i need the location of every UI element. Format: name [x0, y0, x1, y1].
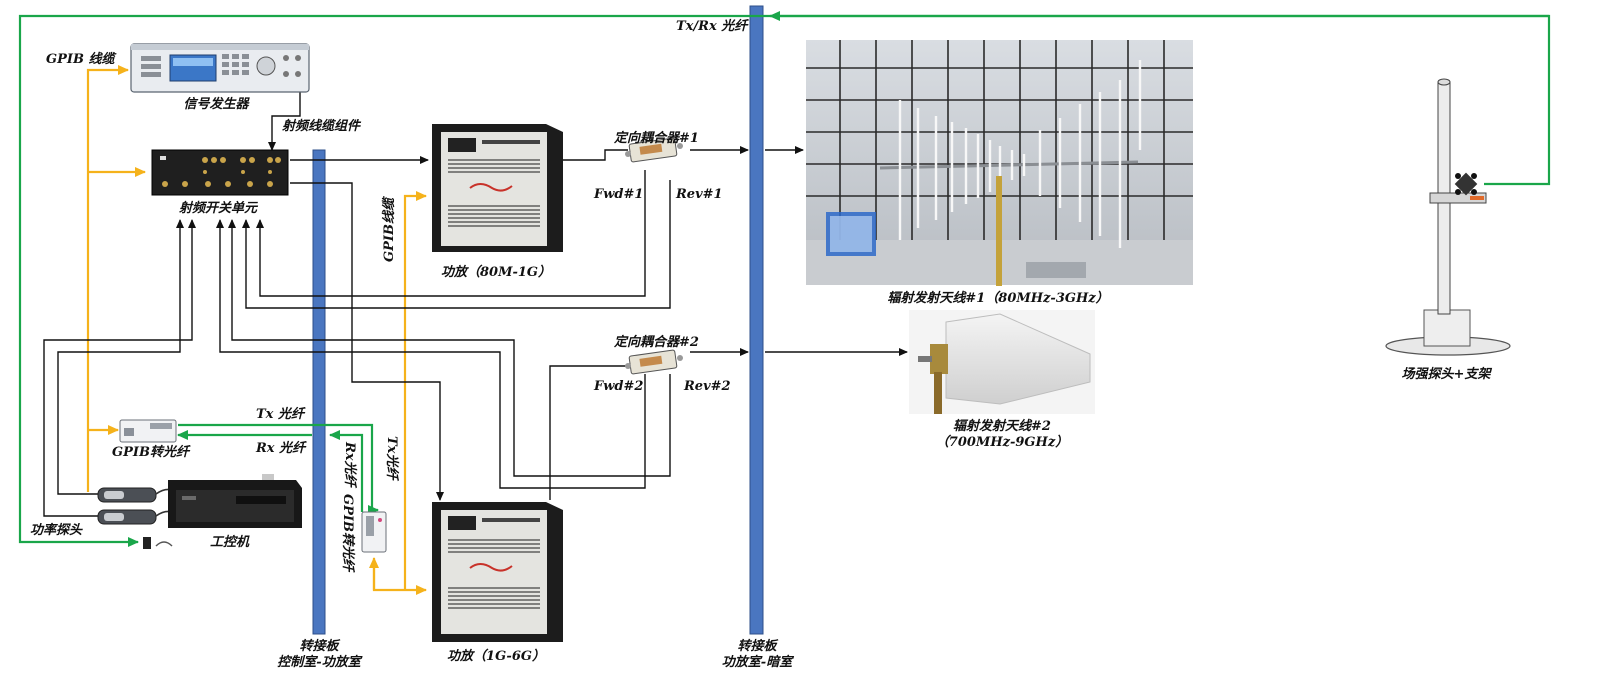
label-rf-switch-unit: 射频开关单元 — [178, 201, 258, 216]
label-ipc: 工控机 — [210, 535, 250, 550]
label-fwd-2: Fwd#2 — [594, 379, 644, 394]
antenna-1-photo — [806, 40, 1193, 286]
label-power-probe: 功率探头 — [30, 523, 83, 538]
directional-coupler-1-device — [625, 137, 683, 163]
amplifier-80m-1g-device — [432, 124, 563, 252]
label-rev-2: Rev#2 — [684, 379, 731, 394]
label-fwd-1: Fwd#1 — [594, 187, 644, 202]
antenna-2-photo — [909, 310, 1095, 414]
power-probe-devices — [97, 487, 183, 549]
label-rx-fiber: Rx 光纤 — [256, 441, 306, 456]
industrial-pc-device — [168, 474, 302, 528]
patch-panel-control-amp — [312, 149, 326, 635]
label-txrx-fiber: Tx/Rx 光纤 — [676, 19, 748, 34]
label-panel-2-sub: 功放室-暗室 — [721, 655, 793, 670]
directional-coupler-2-device — [625, 349, 683, 375]
label-tx-fiber: Tx 光纤 — [256, 407, 304, 422]
label-antenna-2-line2: （700MHz-9GHz） — [935, 435, 1069, 450]
gpib-to-fiber-converter-right — [361, 511, 387, 553]
label-coupler-1: 定向耦合器#1 — [614, 131, 699, 146]
rf-switch-unit-device — [151, 149, 289, 196]
rf-lines — [43, 92, 908, 517]
label-signal-generator: 信号发生器 — [183, 97, 249, 112]
label-panel-1-sub: 控制室-功放室 — [277, 655, 361, 670]
label-antenna-2-line1: 辐射发射天线#2 — [953, 419, 1051, 434]
label-gpib-to-fiber-vertical: GPIB转光纤 — [340, 494, 355, 571]
label-tx-fiber-vertical: Tx光纤 — [384, 436, 399, 480]
label-panel-1-title: 转接板 — [299, 639, 339, 654]
label-rf-cable-assembly: 射频线缆组件 — [282, 119, 361, 134]
label-field-probe: 场强探头+支架 — [1401, 367, 1491, 382]
label-panel-2-title: 转接板 — [737, 639, 777, 654]
patch-panel-amp-chamber — [749, 5, 764, 635]
label-gpib-cable-vertical: GPIB线缆 — [382, 198, 397, 262]
label-gpib-cable: GPIB 线缆 — [46, 52, 115, 67]
label-gpib-to-fiber: GPIB转光纤 — [112, 445, 189, 460]
field-probe-stand — [1385, 78, 1511, 356]
field-probe-icon — [1454, 172, 1478, 196]
amplifier-1g-6g-device — [432, 502, 563, 642]
label-antenna-1: 辐射发射天线#1（80MHz-3GHz） — [887, 291, 1109, 306]
label-rx-fiber-vertical: Rx光纤 — [342, 442, 357, 487]
gpib-to-fiber-converter-left — [119, 419, 177, 443]
fiber-lines — [18, 11, 1551, 547]
label-rev-1: Rev#1 — [676, 187, 723, 202]
label-amplifier-2: 功放（1G-6G） — [447, 649, 545, 664]
signal-generator-device — [130, 43, 310, 93]
label-coupler-2: 定向耦合器#2 — [614, 335, 699, 350]
label-amplifier-1: 功放（80M-1G） — [440, 265, 552, 280]
